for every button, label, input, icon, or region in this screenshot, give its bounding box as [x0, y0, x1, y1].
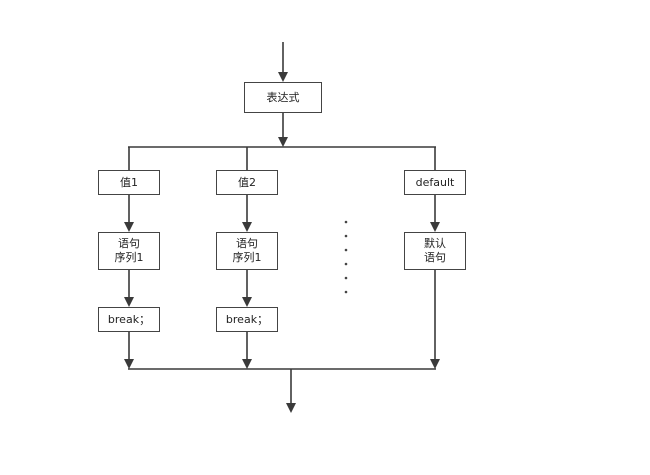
case2-break-arrowhead [242, 359, 252, 369]
default-statement-arrowhead [430, 359, 440, 369]
case1-value-arrowhead [124, 222, 134, 232]
ellipsis-dot [344, 262, 348, 266]
case1-break-node: break； [98, 307, 160, 332]
expression-node: 表达式 [244, 82, 322, 113]
default-statement-line2: 语句 [424, 251, 446, 264]
case2-value-arrowhead [242, 222, 252, 232]
case1-value-label: 值1 [120, 175, 138, 189]
case1-statement-line2: 序列1 [114, 251, 144, 264]
expression-arrowhead [278, 137, 288, 147]
ellipsis-dot [344, 234, 348, 238]
case1-break-label: break； [107, 312, 151, 326]
case2-statement-node: 语句 序列1 [216, 232, 278, 270]
case1-statement-node: 语句 序列1 [98, 232, 160, 270]
more-cases-ellipsis [344, 220, 348, 294]
default-statement-node: 默认 语句 [404, 232, 466, 270]
ellipsis-dot [344, 276, 348, 280]
default-label: default [415, 175, 455, 189]
case1-break-arrowhead [124, 359, 134, 369]
expression-label: 表达式 [266, 90, 300, 104]
case1-value-node: 值1 [98, 170, 160, 195]
exit-arrowhead [286, 403, 296, 413]
case2-value-label: 值2 [238, 175, 256, 189]
default-statement-line1: 默认 [424, 237, 446, 250]
case1-statement-line1: 语句 [118, 237, 140, 250]
case2-break-node: break； [216, 307, 278, 332]
case2-value-node: 值2 [216, 170, 278, 195]
ellipsis-dot [344, 220, 348, 224]
ellipsis-dot [344, 290, 348, 294]
entry-arrowhead [278, 72, 288, 82]
default-node: default [404, 170, 466, 195]
default-label-arrowhead [430, 222, 440, 232]
case2-statement-line2: 序列1 [232, 251, 262, 264]
case1-statement-arrowhead [124, 297, 134, 307]
case2-statement-arrowhead [242, 297, 252, 307]
ellipsis-dot [344, 248, 348, 252]
case2-break-label: break； [225, 312, 269, 326]
case2-statement-line1: 语句 [236, 237, 258, 250]
